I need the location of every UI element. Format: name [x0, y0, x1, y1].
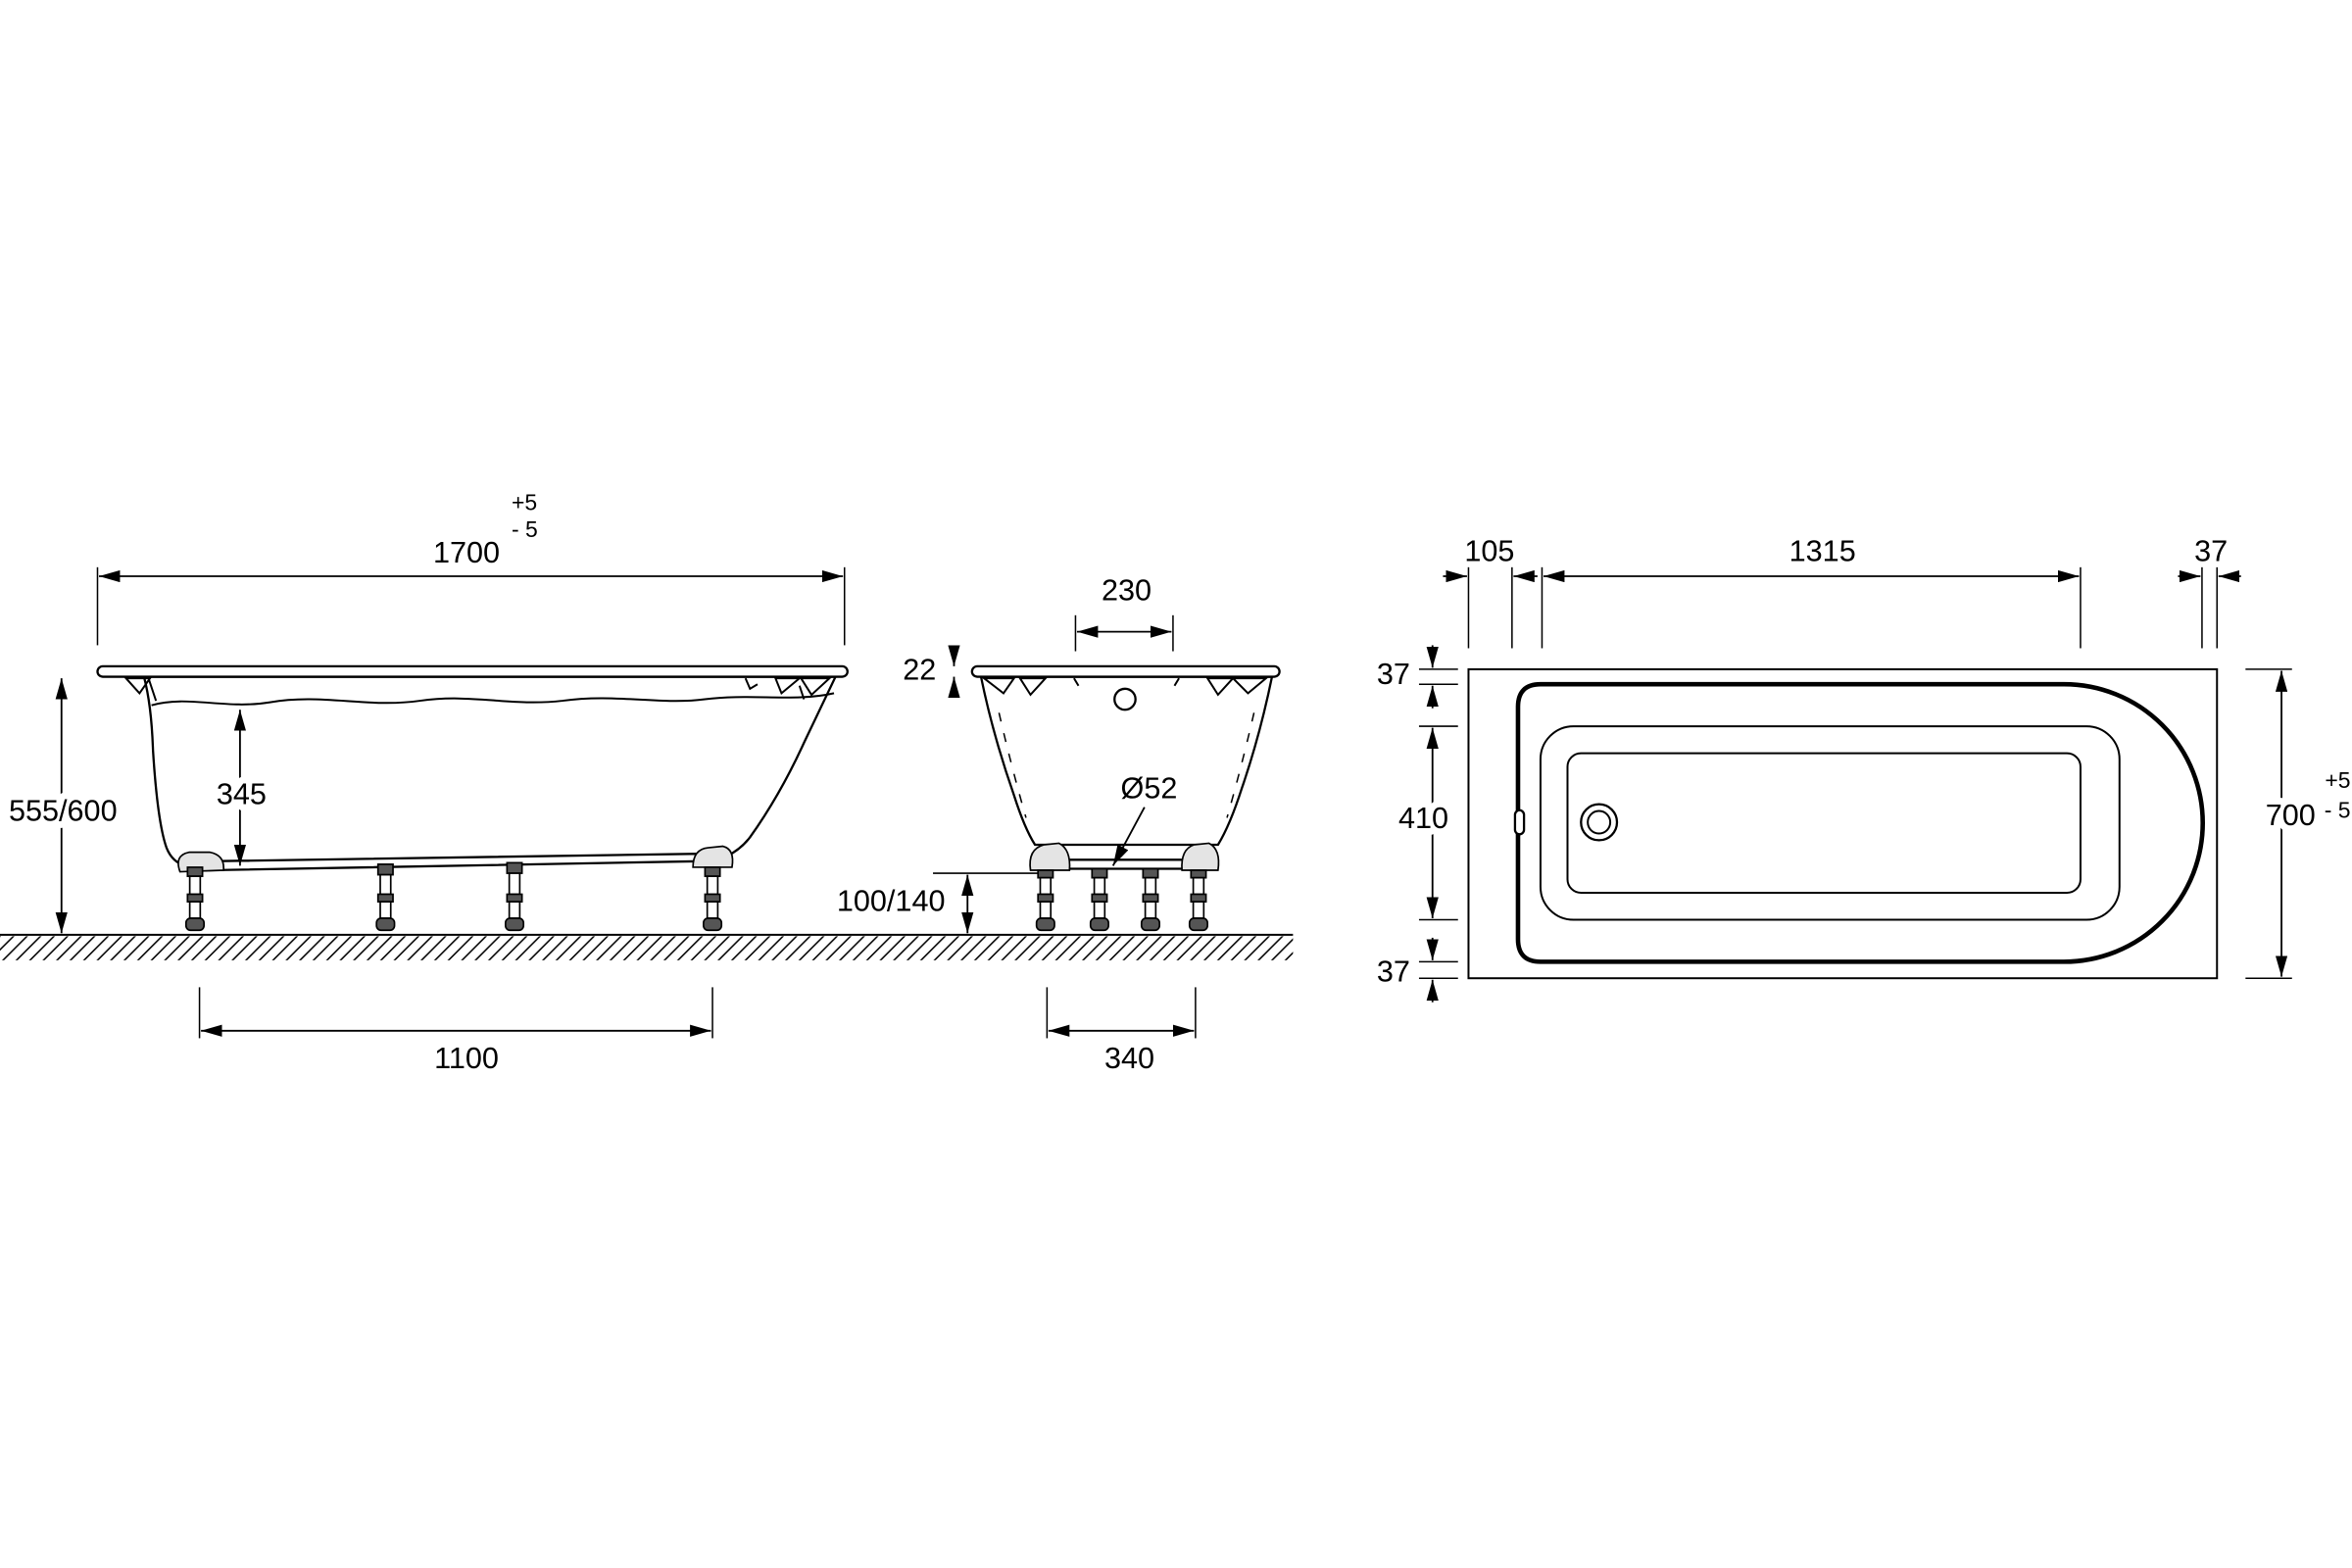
- label-rim-thickness: 22: [903, 654, 936, 687]
- corner-bracket-left: [123, 677, 158, 702]
- end-view: [970, 664, 1281, 932]
- leg: [1089, 867, 1109, 932]
- side-view: [96, 664, 849, 932]
- label-leg-spacing-side: 1100: [434, 1042, 499, 1075]
- label-leg-spacing-end: 340: [1104, 1042, 1154, 1075]
- leg-rail-end: [1063, 858, 1190, 870]
- label-leg-height: 100/140: [837, 884, 946, 917]
- foot-bracket-right: [692, 845, 734, 868]
- label-rim-left: 105: [1464, 535, 1514, 568]
- drain-outer: [1580, 803, 1619, 842]
- corner-brackets-end: [981, 677, 1269, 697]
- overflow: [1513, 808, 1526, 836]
- label-length-tolerance-minus: - 5: [512, 516, 538, 542]
- leg: [1188, 869, 1208, 932]
- label-drain-diameter: Ø52: [1121, 772, 1178, 806]
- end-view-dimensions: 230 22 Ø52 100/140 340: [837, 574, 1197, 1075]
- basin-inner-edge: [1539, 725, 2121, 921]
- side-view-dimensions: 1700 +5 - 5 555/600 345 1100: [2, 490, 846, 1075]
- leg: [504, 861, 525, 932]
- label-basin-width: 410: [1398, 802, 1448, 835]
- foot-bracket-left-end: [1029, 842, 1071, 871]
- label-overall-length: 1700: [433, 536, 500, 569]
- label-height: 555/600: [9, 795, 118, 828]
- label-drain-spacing: 230: [1102, 574, 1152, 608]
- leg: [1035, 869, 1055, 932]
- label-inner-depth: 345: [217, 778, 267, 811]
- drain-inner: [1587, 809, 1612, 835]
- corner-brackets-right: [744, 677, 832, 700]
- leg: [184, 866, 206, 932]
- ground-hatching: [0, 936, 1294, 960]
- label-basin-length: 1315: [1789, 535, 1856, 568]
- water-line: [151, 692, 835, 707]
- label-width-tolerance-minus: - 5: [2325, 797, 2351, 822]
- tub-rim-side: [96, 664, 849, 678]
- leader-line-drain: [1111, 807, 1146, 866]
- label-width-tolerance-plus: +5: [2325, 767, 2350, 793]
- label-overall-width: 700: [2266, 799, 2316, 832]
- top-view: [1467, 667, 2219, 980]
- label-rim-bottom: 37: [1377, 955, 1410, 988]
- drain-hole: [1113, 687, 1137, 711]
- leg: [1140, 867, 1161, 932]
- label-rim-right: 37: [2194, 535, 2228, 568]
- basin-outer-edge: [1515, 681, 2205, 964]
- leg: [375, 863, 396, 932]
- ground: [0, 933, 1294, 960]
- label-length-tolerance-plus: +5: [512, 490, 537, 515]
- basin-floor: [1566, 752, 2082, 894]
- top-view-dimensions: 105 1315 37 37 410 37 700 +5 - 5: [1377, 535, 2351, 1003]
- label-rim-top: 37: [1377, 658, 1410, 691]
- tub-rim-end: [970, 664, 1281, 678]
- leg: [703, 866, 723, 932]
- tub-outline-top: [1467, 667, 2219, 980]
- foot-bracket-right-end: [1181, 842, 1220, 871]
